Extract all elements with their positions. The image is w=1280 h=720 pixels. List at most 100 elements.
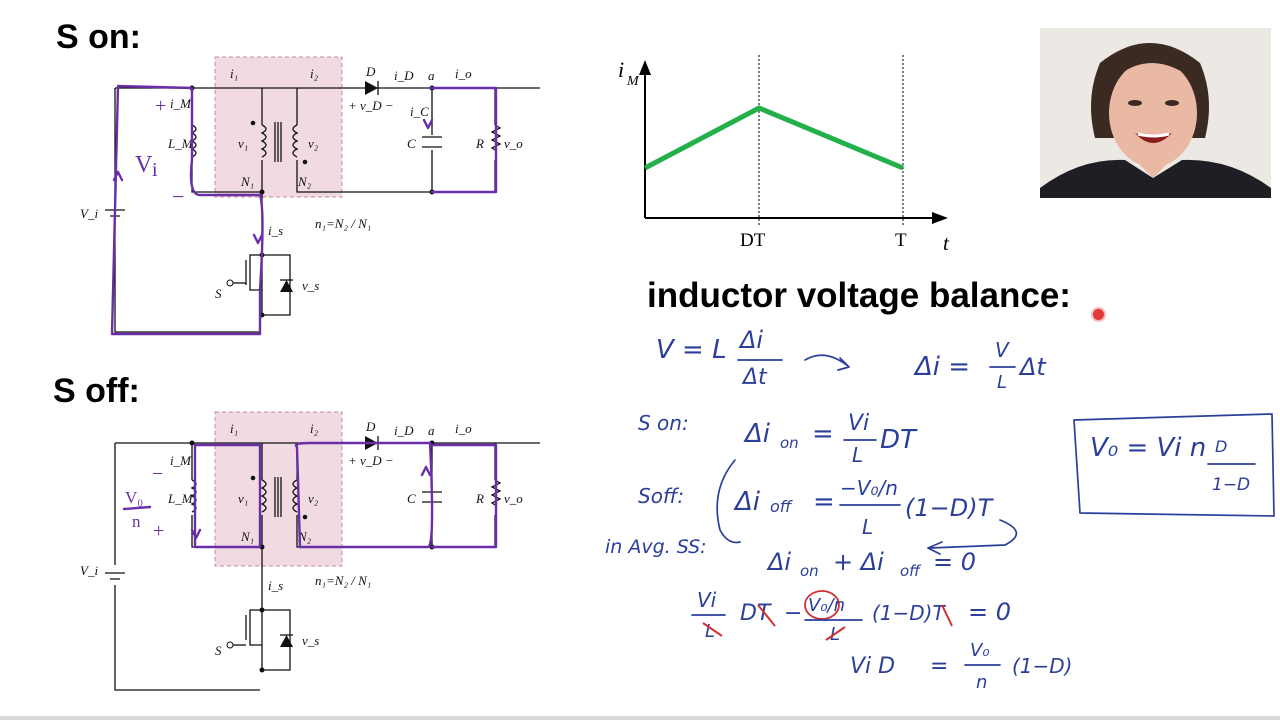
- note-soff-sub: off: [770, 497, 794, 516]
- y-axis-label-sub: M: [626, 74, 640, 89]
- note-l5-minus: −: [784, 601, 802, 626]
- label-N2: N₂: [297, 174, 312, 189]
- note-son-delta: Δi: [743, 419, 771, 449]
- note-avg-plus-delta: + Δi: [833, 548, 884, 576]
- note-soff-label: Soff:: [638, 484, 684, 508]
- label-iC: i_C: [410, 104, 429, 119]
- label-vs: v_s: [302, 633, 319, 648]
- note-l5-dt: DT: [740, 601, 772, 626]
- note-delta-t: Δt: [741, 365, 768, 390]
- label-is: i_s: [268, 578, 283, 593]
- note-l: L: [997, 372, 1007, 393]
- label-C: C: [407, 491, 416, 506]
- note-soff-tail: (1−D)T: [905, 494, 995, 522]
- note-l6-num: V₀: [970, 640, 990, 661]
- note-l6-eq: =: [930, 654, 948, 679]
- label-Vi: V_i: [80, 563, 98, 578]
- presenter-webcam: [1040, 28, 1271, 198]
- annotation-plus: +: [155, 95, 166, 117]
- note-l6-den: n: [976, 672, 987, 693]
- note-soff-eq: =: [813, 487, 835, 517]
- note-avg-sub-on: on: [800, 562, 819, 580]
- note-son-dt: DT: [880, 425, 918, 455]
- note-soff-num: −V₀/n: [840, 476, 898, 500]
- note-son-den: L: [852, 443, 863, 467]
- note-soff-delta: Δi: [733, 487, 761, 517]
- label-v1: v₁: [238, 491, 248, 506]
- note-son-sub: on: [780, 434, 799, 452]
- label-iD: i_D: [394, 423, 414, 438]
- note-l5-tail: (1−D)T: [872, 601, 946, 625]
- annotation-minus: −: [172, 184, 184, 209]
- note-delta-i-eq: Δi =: [913, 352, 970, 382]
- annotation-vi: V: [135, 152, 153, 178]
- label-N1: N₁: [240, 529, 254, 544]
- annotation-vi-sub: i: [152, 159, 158, 181]
- bottom-border: [0, 716, 1280, 720]
- note-box-den: 1−D: [1212, 475, 1250, 495]
- label-ratio: n₁=N₂ / N₁: [315, 216, 371, 231]
- y-axis-label: i: [618, 57, 624, 82]
- handwritten-notes: V = L Δi Δt Δi = V L Δt S on: Δi on = Vi…: [605, 326, 1275, 693]
- note-delta-t2: Δt: [1018, 353, 1047, 381]
- note-v: V: [995, 338, 1010, 362]
- note-l5-den1: L: [705, 621, 715, 642]
- note-son-label: S on:: [638, 411, 689, 435]
- note-delta-i: Δi: [738, 326, 763, 354]
- flyback-circuit-s-off: i₁ i₂ D i_D a i_o i_M + v_D − L_M v₁ v₂ …: [80, 411, 540, 691]
- label-D: D: [365, 419, 376, 434]
- label-io: i_o: [455, 66, 472, 81]
- note-box-eq: V₀ = Vi n: [1090, 433, 1206, 463]
- label-vs: v_s: [302, 278, 319, 293]
- note-avg-zero: = 0: [933, 548, 976, 576]
- tick-T: T: [895, 230, 907, 251]
- label-vD: + v_D −: [348, 453, 394, 468]
- laser-pointer: [1093, 309, 1104, 320]
- note-l5-num2: V₀/n: [808, 595, 845, 616]
- label-io: i_o: [455, 421, 472, 436]
- note-son-num: Vi: [848, 411, 869, 436]
- note-avg-label: in Avg. SS:: [605, 536, 707, 558]
- label-is: i_s: [268, 223, 283, 238]
- label-i2: i₂: [310, 421, 319, 436]
- presenter-portrait: [1040, 28, 1271, 198]
- label-N1: N₁: [240, 174, 254, 189]
- label-iD: i_D: [394, 68, 414, 83]
- label-v2: v₂: [308, 491, 319, 506]
- label-vo: v_o: [504, 136, 523, 151]
- label-R: R: [475, 136, 484, 151]
- note-l6-tail: (1−D): [1012, 654, 1073, 678]
- label-D: D: [365, 64, 376, 79]
- label-iM: i_M: [170, 96, 192, 111]
- note-l5-num1: Vi: [697, 588, 717, 612]
- label-LM: L_M: [167, 136, 194, 151]
- y-axis-arrow: [639, 60, 651, 75]
- label-i1: i₁: [230, 66, 238, 81]
- label-S: S: [215, 286, 222, 301]
- note-l5-zero: = 0: [968, 598, 1011, 626]
- label-a: a: [428, 423, 435, 438]
- annotation-n: n: [132, 512, 141, 531]
- label-iM: i_M: [170, 453, 192, 468]
- heading-s-on: S on:: [56, 18, 141, 56]
- heading-s-off: S off:: [53, 372, 140, 410]
- result-box: [1073, 413, 1275, 517]
- flyback-circuit-s-on: i₁ i₂ D i_D a i_o i_M + v_D − i_C L_M v₁…: [80, 56, 540, 336]
- note-avg-delta-on: Δi: [766, 548, 791, 576]
- label-v2: v₂: [308, 136, 319, 151]
- note-son-eq: =: [812, 419, 834, 449]
- annotation-plus: +: [153, 520, 164, 542]
- label-ratio: n₁=N₂ / N₁: [315, 573, 371, 588]
- label-i2: i₂: [310, 66, 319, 81]
- note-box-num: D: [1215, 437, 1227, 456]
- note-v-eq-l: V = L: [656, 335, 727, 365]
- x-axis-label: t: [943, 231, 950, 255]
- tick-DT: DT: [740, 230, 766, 251]
- label-v1: v₁: [238, 136, 248, 151]
- note-soff-den: L: [862, 515, 873, 539]
- x-axis-arrow: [932, 212, 948, 224]
- label-S: S: [215, 643, 222, 658]
- label-Vi: V_i: [80, 206, 98, 221]
- label-LM: L_M: [167, 491, 194, 506]
- inductor-current-waveform: i M DT T t: [618, 55, 950, 255]
